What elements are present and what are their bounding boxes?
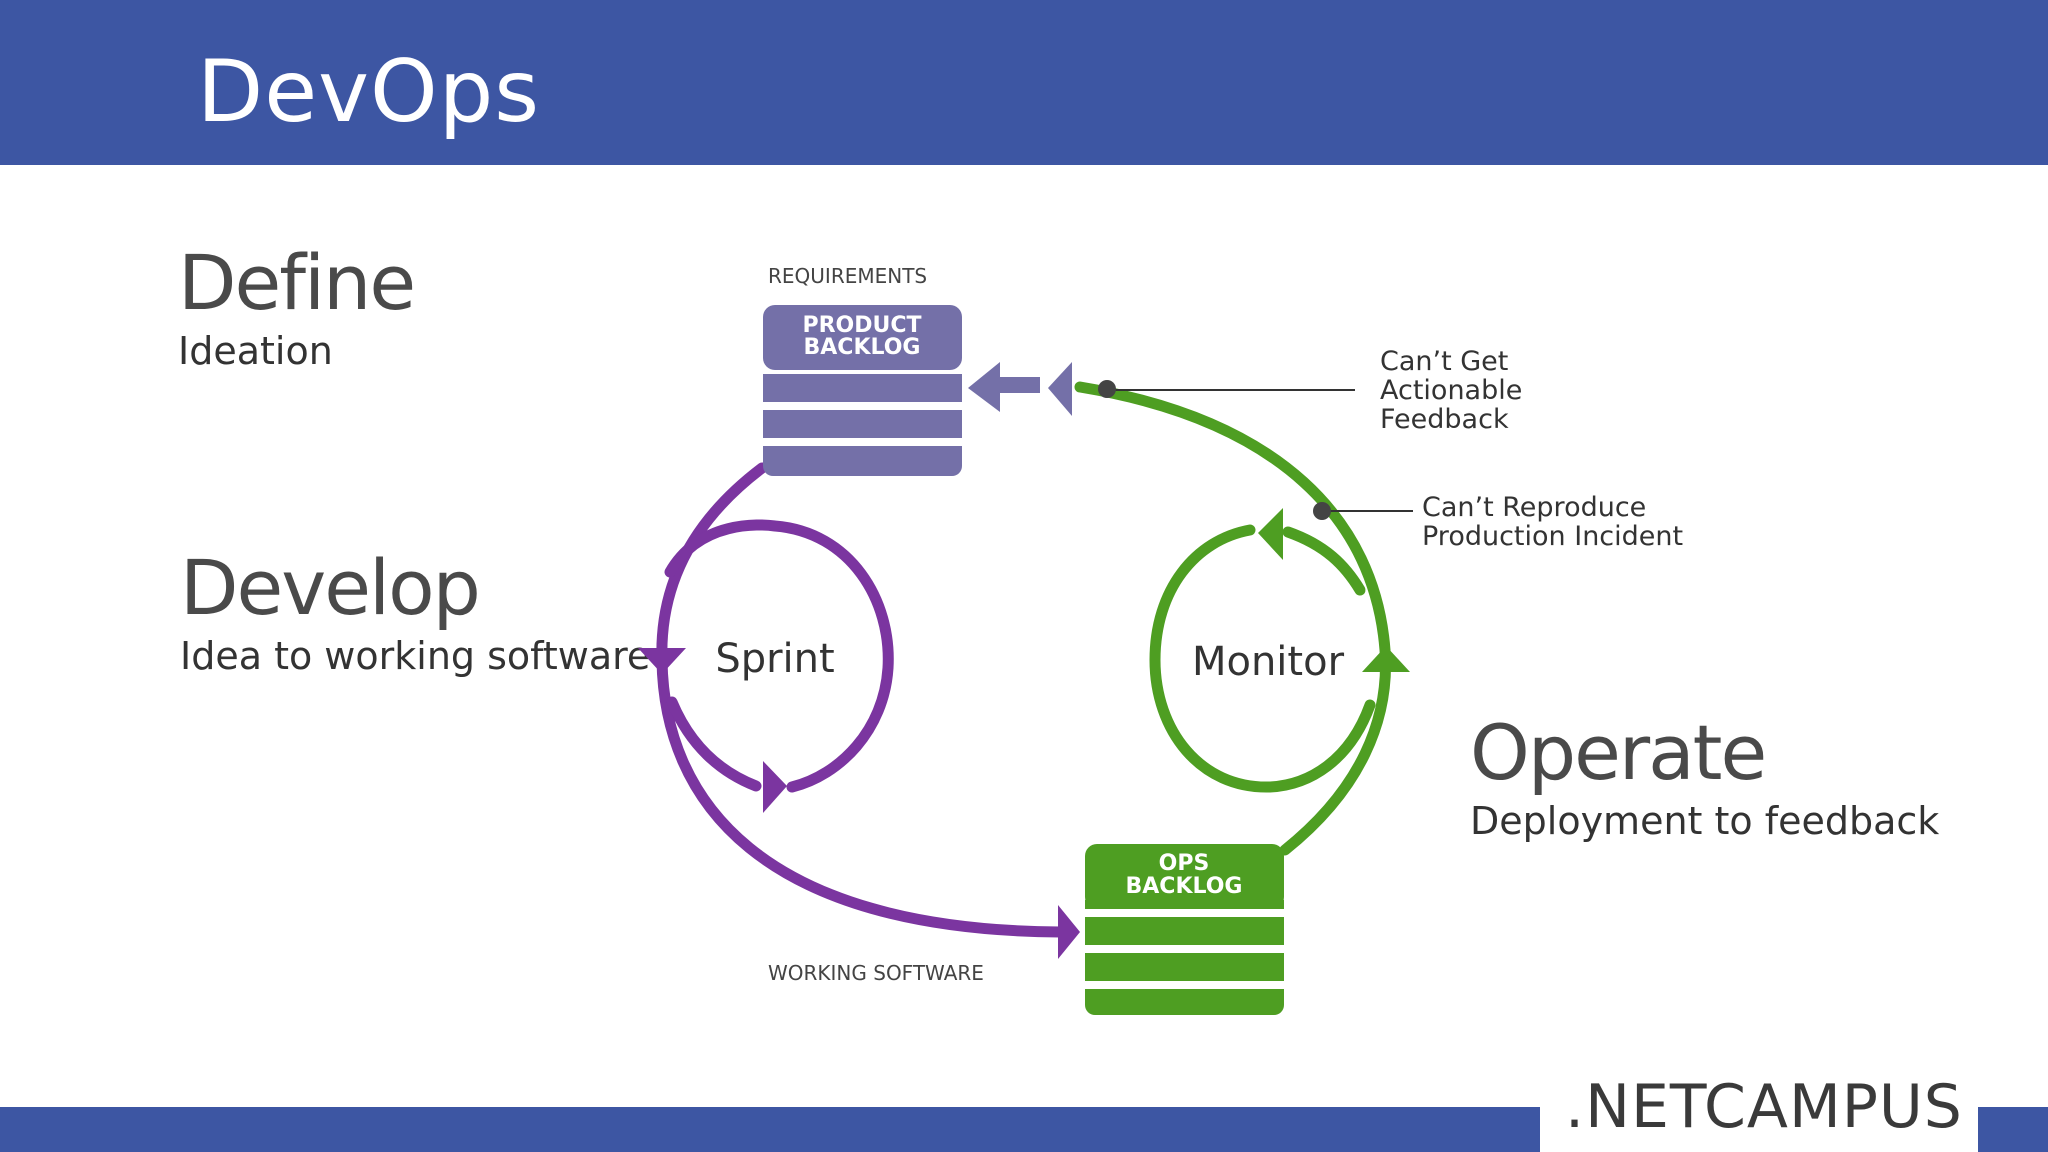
- callout-incident-line1: Can’t Reproduce: [1422, 492, 1646, 523]
- develop-flow-arrowhead: [1058, 905, 1080, 959]
- phase-operate-subtitle: Deployment to feedback: [1470, 799, 1940, 843]
- working-software-label: WORKING SOFTWARE: [768, 961, 984, 985]
- product-backlog-line2: BACKLOG: [804, 335, 921, 360]
- feedback-arrow-tail: [1048, 362, 1072, 416]
- monitor-loop: [1149, 524, 1376, 793]
- callout-feedback: Can’t Get Actionable Feedback: [1380, 346, 1522, 435]
- netcampus-logo: .NETCAMPUS: [1565, 1072, 1963, 1142]
- header-bar: [0, 0, 2048, 165]
- callout-feedback-line2: Actionable: [1380, 375, 1522, 406]
- footer-bar-right: [1978, 1107, 2048, 1152]
- callout-incident-line2: Production Incident: [1422, 521, 1683, 552]
- requirements-label: REQUIREMENTS: [768, 264, 927, 288]
- phase-develop-title: Develop: [180, 543, 481, 632]
- phase-define-title: Define: [178, 238, 416, 327]
- slide-title: DevOps: [197, 42, 541, 142]
- operate-flow-arc: [1074, 381, 1392, 856]
- develop-flow-arc: [656, 462, 1066, 938]
- feedback-arrow-head: [968, 362, 1000, 412]
- callout-feedback-line1: Can’t Get: [1380, 346, 1508, 377]
- phase-operate: Operate Deployment to feedback: [1470, 715, 1939, 843]
- callout-feedback-dot: [1098, 380, 1116, 398]
- product-backlog-line1: PRODUCT: [802, 313, 921, 338]
- monitor-loop-arrowhead: [1258, 508, 1283, 560]
- phase-develop: Develop Idea to working software: [180, 550, 650, 678]
- phase-operate-title: Operate: [1470, 708, 1767, 797]
- operate-up-arrowhead: [1362, 646, 1410, 672]
- callout-incident: Can’t Reproduce Production Incident: [1422, 492, 1683, 552]
- callout-feedback-line3: Feedback: [1380, 404, 1509, 435]
- footer-bar-left: [0, 1107, 1540, 1152]
- monitor-label: Monitor: [1192, 639, 1345, 685]
- develop-down-arrowhead: [638, 648, 686, 674]
- ops-backlog: OPS BACKLOG: [1085, 844, 1284, 1015]
- ops-backlog-line1: OPS: [1159, 851, 1210, 876]
- product-backlog: PRODUCT BACKLOG: [763, 305, 962, 476]
- ops-backlog-line2: BACKLOG: [1126, 874, 1243, 899]
- sprint-loop-lower: [666, 696, 762, 792]
- phase-define-subtitle: Ideation: [178, 329, 333, 373]
- callout-incident-dot: [1313, 502, 1331, 520]
- phase-develop-subtitle: Idea to working software: [180, 634, 651, 678]
- sprint-loop: [664, 519, 894, 793]
- sprint-loop-arrowhead: [763, 761, 787, 813]
- monitor-loop-upper: [1282, 526, 1366, 596]
- sprint-label: Sprint: [715, 636, 834, 682]
- phase-define: Define Ideation: [178, 238, 416, 373]
